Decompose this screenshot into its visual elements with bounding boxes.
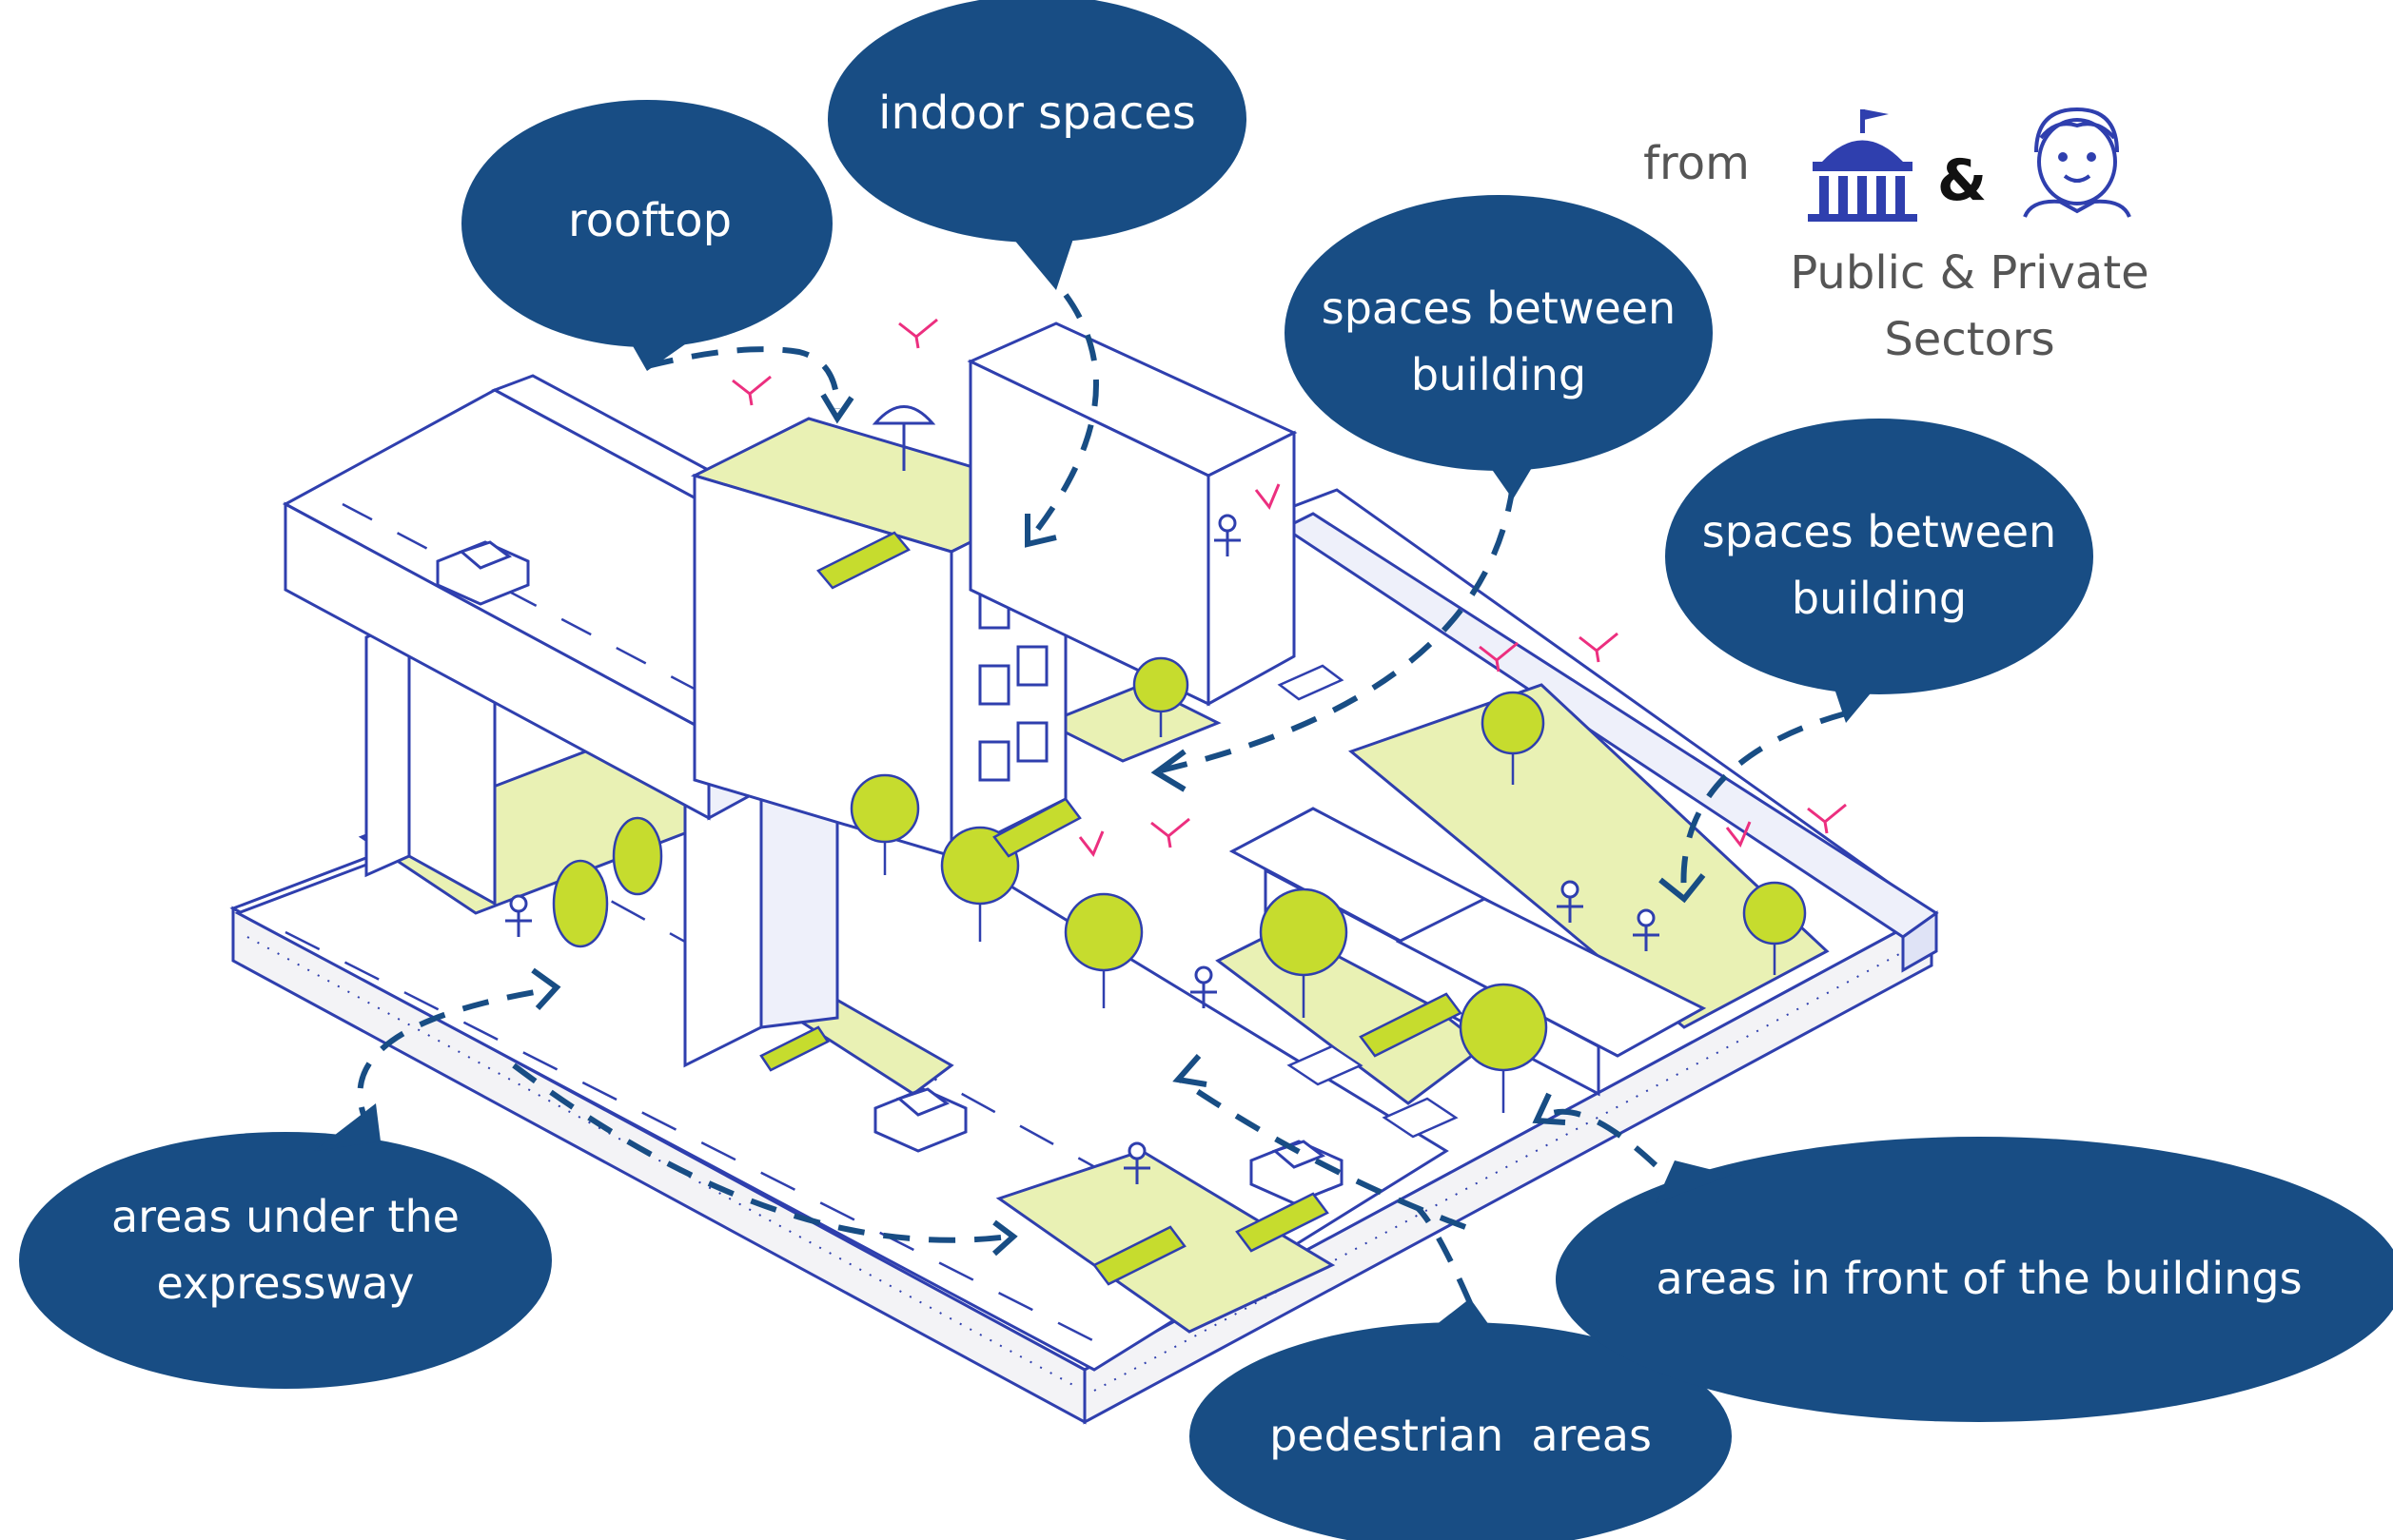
sectors-block: from & Public & Private Sectors: [1643, 107, 2149, 366]
callout-between1-line-0: spaces between: [1322, 283, 1676, 334]
callout-between2: spaces between building: [1665, 419, 2093, 723]
bird-icon: [1579, 632, 1618, 663]
callout-front-line-0: areas in front of the buildings: [1656, 1253, 2302, 1304]
callout-indoor: indoor spaces: [828, 0, 1246, 290]
callout-expressway-line-0: areas under the: [111, 1191, 460, 1242]
callout-indoor-line-0: indoor spaces: [878, 87, 1196, 140]
tree-icon: [1481, 691, 1545, 785]
dashed-paths: [357, 293, 1847, 1305]
bird-icon: [1725, 821, 1752, 848]
tree-icon: [940, 826, 1020, 942]
person-figure: [1557, 880, 1583, 923]
arrow-heads: [531, 393, 1706, 1257]
path-rooftop: [646, 346, 840, 410]
callout-pedestrian-line-0: pedestrian areas: [1269, 1410, 1652, 1461]
car-icon: [873, 1087, 968, 1153]
path-ped-up: [1415, 1205, 1473, 1305]
callout-rooftop-line-0: rooftop: [568, 194, 732, 247]
callout-expressway-line-1: expressway: [156, 1257, 414, 1309]
government-building-icon: [1808, 109, 1917, 222]
bird-icon: [1254, 483, 1281, 510]
bird-icon: [898, 318, 938, 349]
bird-icon: [732, 375, 772, 406]
tree-icon: [1742, 881, 1807, 975]
path-pedestrian: [512, 1062, 1010, 1243]
tree-icon: [850, 773, 920, 875]
path-expressway: [357, 986, 553, 1134]
sectors-line-1: Public & Private: [1790, 246, 2148, 300]
tree-icon: [1132, 656, 1189, 737]
path-front: [1540, 1108, 1658, 1168]
car-icon: [1249, 1140, 1344, 1205]
path-between2: [1680, 711, 1847, 895]
umbrella-icon: [872, 405, 936, 471]
person-figure: [1214, 514, 1241, 556]
bird-icon: [1479, 641, 1519, 673]
bird-icon: [1150, 817, 1190, 848]
tree-icon: [1259, 887, 1348, 1018]
person-icon: [2023, 107, 2131, 218]
trees: [552, 656, 1807, 1113]
tree-icon: [1064, 892, 1144, 1008]
callout-between2-line-0: spaces between: [1702, 506, 2056, 557]
sectors-from-label: from: [1643, 137, 1750, 190]
person-figure: [505, 894, 532, 937]
callout-between2-line-1: building: [1792, 573, 1967, 624]
tree-icon: [612, 816, 663, 896]
sectors-ampersand: &: [1937, 147, 1987, 214]
bird-icon: [1807, 803, 1847, 834]
bird-icon: [1078, 830, 1105, 857]
sectors-line-2: Sectors: [1884, 313, 2054, 366]
birds: [732, 318, 1847, 857]
callout-rooftop: rooftop: [461, 100, 833, 371]
callout-between1: spaces between building: [1285, 195, 1713, 499]
callout-front: areas in front of the buildings: [1556, 1137, 2393, 1422]
callout-between1-line-1: building: [1411, 349, 1586, 400]
right-hatched-strip: [1282, 512, 1939, 973]
person-figure: [1190, 965, 1217, 1008]
car-icon: [436, 540, 530, 606]
path-road: [1178, 1077, 1467, 1230]
tree-icon: [1459, 983, 1548, 1113]
person-figure: [1633, 908, 1659, 951]
tree-icon: [552, 859, 609, 948]
people: [505, 514, 1659, 1184]
bushes: [759, 531, 1462, 1286]
person-figure: [1124, 1141, 1150, 1184]
benches: [1277, 664, 1459, 1139]
building-right: [967, 322, 1298, 707]
callout-expressway: areas under the expressway: [19, 1103, 552, 1389]
path-between1: [1160, 484, 1516, 773]
callout-pedestrian: pedestrian areas: [1189, 1298, 1732, 1540]
